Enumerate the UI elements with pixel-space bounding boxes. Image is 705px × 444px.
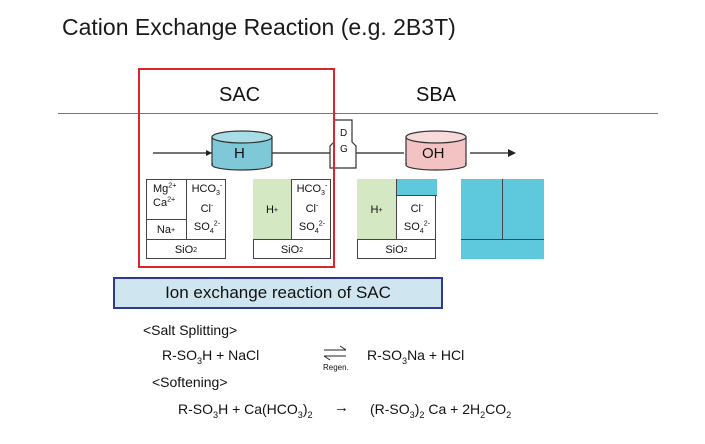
eq-sub: 3 (197, 355, 203, 366)
flow-arrowhead-1 (206, 150, 212, 156)
hco3-text: HCO (296, 183, 322, 195)
eq-text: (R-SO (370, 401, 410, 417)
cl-charge: - (211, 201, 214, 210)
eq-sub: 2 (307, 409, 313, 420)
eq-text: H + NaCl (202, 347, 260, 363)
anion-column-icon (405, 130, 467, 171)
mg-charge: 2+ (168, 181, 177, 190)
eq-text: Na + HCl (407, 347, 465, 363)
hco3-text: HCO (191, 183, 217, 195)
degasifier-icon (329, 119, 357, 169)
hydrogen-cell: H+ (357, 179, 397, 240)
cl-text: Cl (200, 203, 211, 215)
sac-label: SAC (219, 84, 261, 106)
so4-text: SO (298, 221, 315, 233)
h-text: H (370, 203, 379, 216)
anion-cell: Cl- SO42- (397, 196, 437, 240)
anion-column-label: OH (422, 145, 445, 162)
sac-highlight-box (138, 68, 335, 268)
so4-charge: 2- (423, 219, 431, 228)
removed-co2-cell (397, 179, 437, 196)
section-banner: Ion exchange reaction of SAC (113, 277, 443, 309)
regen-label: Regen. (323, 363, 349, 372)
salt-splitting-lhs: R-SO3H + NaCl (162, 347, 260, 366)
anion-cell: HCO3- Cl- SO42- (187, 179, 227, 240)
degasifier-label-g: G (340, 144, 348, 155)
so4-charge: 2- (213, 219, 221, 228)
ca-text: Ca (153, 197, 168, 209)
reaction-arrow-icon: → (334, 399, 349, 416)
divider-line (58, 113, 658, 114)
eq-text: H + Ca(HCO (218, 401, 298, 417)
cl-text: Cl (305, 203, 316, 215)
ca-charge: 2+ (167, 195, 176, 204)
cation-column-icon (211, 130, 273, 171)
anion-cell: HCO3- Cl- SO42- (292, 179, 332, 240)
sba-effluent-table (461, 179, 544, 259)
h-text: H (265, 203, 274, 216)
eq-text: ) (414, 401, 420, 417)
eq-text: CO (485, 401, 507, 417)
so4-sub: 4 (209, 227, 214, 236)
na-text: Na (156, 224, 171, 236)
sodium-cell: Na+ (146, 219, 187, 240)
eq-sub: 3 (213, 409, 219, 420)
so4-text: SO (403, 221, 420, 233)
softening-heading: <Softening> (152, 374, 228, 390)
so4-charge: 2- (318, 219, 326, 228)
salt-splitting-heading: <Salt Splitting> (143, 322, 238, 338)
eq-sub: 2 (419, 409, 425, 420)
removed-anion-cell (503, 179, 544, 240)
eq-sub: 3 (297, 409, 303, 420)
sio2-text: SiO (280, 243, 300, 256)
sio2-text: SiO (174, 243, 194, 256)
eq-text: R-SO (367, 347, 402, 363)
sba-label: SBA (416, 84, 457, 106)
eq-text: R-SO (178, 401, 213, 417)
so4-sub: 4 (419, 227, 424, 236)
softening-lhs: R-SO3H + Ca(HCO3)2 (178, 401, 313, 420)
eq-text: Ca + 2H (424, 401, 481, 417)
salt-splitting-rhs: R-SO3Na + HCl (367, 347, 465, 366)
cl-charge: - (421, 201, 424, 210)
cl-charge: - (316, 201, 319, 210)
eq-sub: 2 (480, 409, 486, 420)
hco3-sub: 3 (321, 189, 326, 198)
hco3-charge: - (220, 181, 223, 190)
cl-text: Cl (410, 203, 421, 215)
eq-sub: 3 (409, 409, 415, 420)
page-title: Cation Exchange Reaction (e.g. 2B3T) (62, 14, 456, 40)
removed-silica-cell (461, 239, 544, 259)
eq-sub: 3 (402, 355, 408, 366)
hardness-cell: Mg2+ Ca2+ (146, 179, 187, 219)
hco3-charge: - (325, 181, 328, 190)
eq-sub: 2 (506, 409, 512, 420)
so4-text: SO (193, 221, 210, 233)
eq-text: ) (302, 401, 308, 417)
degasifier-label-d: D (340, 128, 348, 139)
mg-text: Mg (153, 183, 169, 195)
flow-arrowhead-out (508, 149, 516, 157)
eq-text: R-SO (162, 347, 197, 363)
removed-cation-cell (461, 179, 503, 240)
sio2-text: SiO (385, 243, 404, 256)
hydrogen-cell: H+ (253, 179, 292, 240)
cation-column-label: H (234, 145, 245, 162)
hco3-sub: 3 (216, 189, 221, 198)
softening-rhs: (R-SO3)2 Ca + 2H2CO2 (370, 401, 512, 420)
so4-sub: 4 (314, 227, 319, 236)
